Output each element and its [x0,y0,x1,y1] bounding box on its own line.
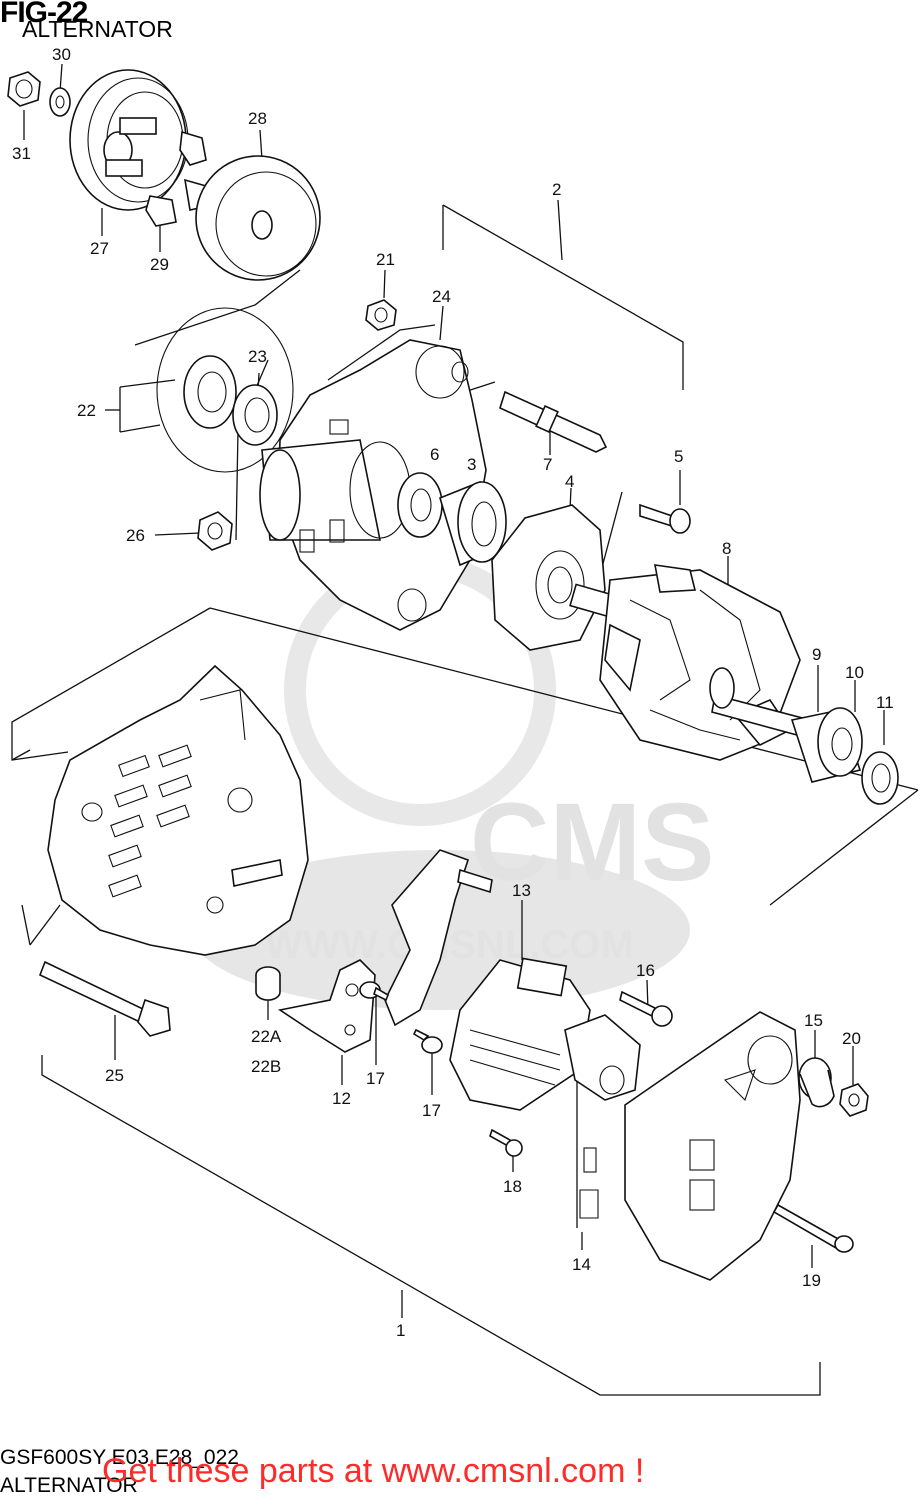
callout-7: 7 [543,455,552,474]
figure-title: FIG-22 [0,0,88,29]
part-bolt-19 [772,1203,854,1253]
part-regulator-13 [449,957,591,1111]
callout-20: 20 [842,1029,861,1048]
callout-14: 14 [572,1255,591,1274]
part-front-housing-24 [259,339,487,631]
callout-29: 29 [150,255,169,274]
part-screw-16 [619,990,673,1027]
part-bushing-15 [798,1057,835,1108]
callout-31: 31 [12,144,31,163]
callout-2: 2 [552,180,561,199]
part-rectifier-bracket [384,849,493,1027]
callout-labels: 31 30 27 29 28 2 21 24 23 22 26 7 5 6 3 … [12,45,894,1340]
part-screw-17b [412,1028,443,1054]
callout-22a: 22A [251,1027,282,1046]
callout-17-upper: 17 [366,1069,385,1088]
callout-25: 25 [105,1066,124,1085]
part-cover-28 [195,155,321,281]
callout-8: 8 [722,539,731,558]
callout-17-lower: 17 [422,1101,441,1120]
callout-22b: 22B [251,1057,281,1076]
part-screw-17a [359,981,389,1002]
part-washer-30 [49,87,71,117]
callout-6: 6 [430,445,439,464]
callout-4: 4 [565,472,574,491]
part-pulley-hub-27 [69,69,189,211]
callout-23: 23 [248,347,267,366]
part-stud-bolt-7 [499,390,608,453]
part-retainer-plate-4 [491,504,606,651]
part-collar-6 [397,472,443,538]
callout-18: 18 [503,1177,522,1196]
callout-12: 12 [332,1089,351,1108]
part-nut-21 [365,299,397,331]
part-bolt-25 [38,960,171,1037]
watermark-url: WWW.CMSNL.COM [265,923,634,967]
part-nut-26 [197,511,233,551]
part-seal-11 [861,751,899,805]
callout-9: 9 [812,645,821,664]
callout-1: 1 [396,1321,405,1340]
part-bearing-10 [790,707,863,783]
part-shaft-9 [709,667,811,740]
watermark-brand: CMS [470,781,714,904]
part-terminal-plate-12 [277,959,376,1053]
part-rotor-8 [569,564,801,761]
callout-3: 3 [467,455,476,474]
part-screw-5 [639,503,691,534]
callout-21: 21 [376,250,395,269]
callout-13: 13 [512,881,531,900]
callout-19: 19 [802,1271,821,1290]
part-alternator-body-1 [47,664,309,956]
part-screw-18 [489,1128,523,1157]
callout-5: 5 [674,447,683,466]
callout-26: 26 [126,526,145,545]
footer-model-code: GSF600SY E03 E28_022 [0,1446,239,1469]
figure-subtitle: ALTERNATOR [22,16,173,42]
part-oring-22 [156,307,294,473]
part-spacer-22a [255,966,281,1001]
part-nut-31 [7,71,41,107]
callout-22: 22 [77,401,96,420]
callout-30: 30 [52,45,71,64]
part-rear-cover [624,1011,801,1281]
callout-15: 15 [804,1011,823,1030]
callout-28: 28 [248,109,267,128]
callout-27: 27 [90,239,109,258]
callout-24: 24 [432,287,451,306]
assembly-bracket-lines [11,204,919,1396]
cta-link[interactable]: Get these parts at www.cmsnl.com ! [102,1452,645,1490]
part-brush-holder-14 [564,1014,641,1219]
callout-11: 11 [876,693,894,712]
part-oil-seal-23 [232,384,278,446]
callout-16: 16 [636,961,655,980]
part-bearing-3 [439,480,507,567]
part-nut-20 [839,1083,869,1117]
footer-section-name: ALTERNATOR [0,1474,138,1497]
callout-10: 10 [845,663,864,682]
